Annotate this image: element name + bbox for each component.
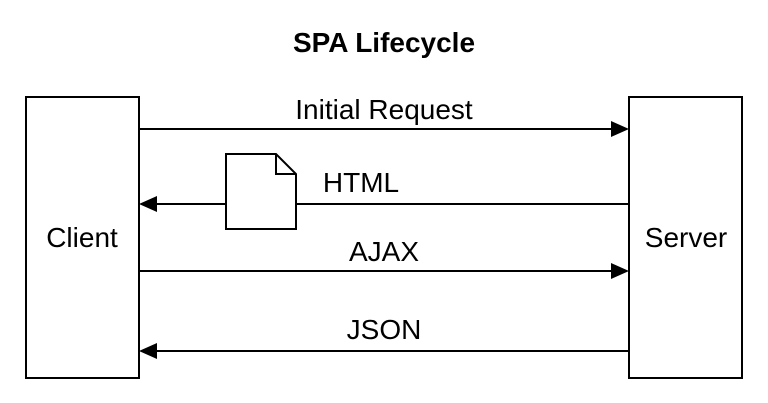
message-label: HTML: [323, 167, 399, 198]
client-box: [25, 96, 140, 379]
message-label: AJAX: [349, 236, 419, 267]
message-label: Initial Request: [295, 94, 473, 125]
arrowhead-left: [139, 343, 157, 359]
arrowhead-left: [139, 196, 157, 212]
message-initial-request: Initial Request: [139, 94, 629, 137]
client-label: Client: [46, 222, 118, 253]
server-node: Server: [628, 96, 743, 379]
message-html: HTML: [139, 153, 629, 230]
server-box: [628, 96, 743, 379]
message-json: JSON: [139, 314, 629, 359]
server-label: Server: [645, 222, 727, 253]
client-node: Client: [25, 96, 140, 379]
diagram-title: SPA Lifecycle: [293, 27, 475, 58]
arrowhead-right: [611, 263, 629, 279]
arrowhead-right: [611, 121, 629, 137]
message-label: JSON: [347, 314, 422, 345]
message-ajax: AJAX: [139, 236, 629, 279]
document-icon: [225, 153, 297, 230]
